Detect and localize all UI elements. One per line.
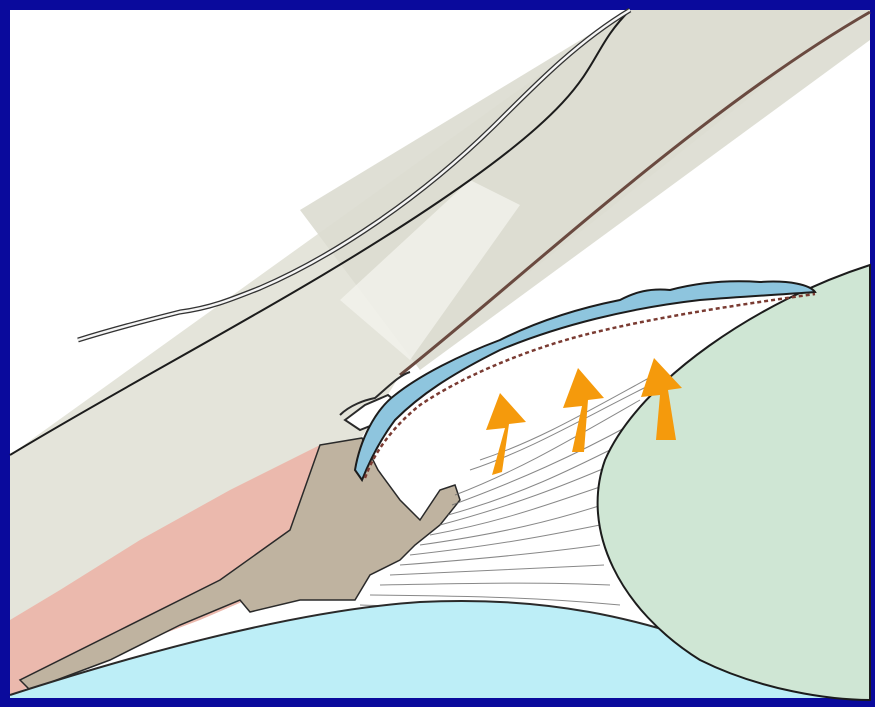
anatomy-illustration	[0, 0, 875, 707]
eye-angle-diagram	[0, 0, 875, 707]
